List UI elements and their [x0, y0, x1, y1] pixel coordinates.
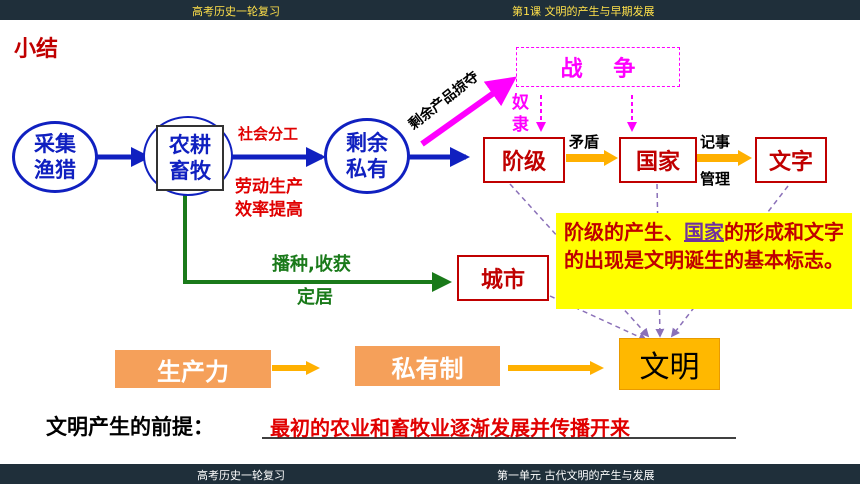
chain-private-ownership: 私有制: [355, 346, 500, 386]
node-farming: 农耕 畜牧: [143, 116, 233, 196]
node-writing: 文字: [755, 137, 827, 183]
note-underlined: 国家: [684, 220, 724, 244]
header-course: 高考历史一轮复习: [192, 5, 280, 18]
note-text-2: 的形成和文字的出现是文明诞生的基本标志。: [564, 220, 844, 272]
footer-bar: 高考历史一轮复习 第一单元 古代文明的产生与发展: [0, 464, 860, 484]
node-civilization: 文明: [619, 338, 720, 390]
node-state: 国家: [619, 137, 697, 183]
label-slave-2: 隶: [512, 115, 529, 135]
node-city: 城市: [457, 255, 549, 301]
label-productivity-1: 劳动生产: [235, 177, 303, 197]
header-bar: 高考历史一轮复习 第1课 文明的产生与早期发展: [0, 0, 860, 20]
premise-answer: 最初的农业和畜牧业逐渐发展并传播开来: [270, 416, 630, 440]
node-gather-hunt: 采集 渔猎: [12, 121, 98, 193]
node-surplus-private: 剩余 私有: [324, 118, 410, 194]
label-record: 记事: [700, 133, 731, 151]
footer-unit: 第一单元 古代文明的产生与发展: [497, 469, 655, 482]
node-war: 战 争: [516, 47, 680, 87]
label-productivity-2: 效率提高: [235, 200, 303, 220]
label-manage: 管理: [700, 170, 731, 188]
note-text-1: 阶级的产生、: [564, 220, 684, 244]
label-conflict: 矛盾: [569, 133, 600, 151]
header-lesson: 第1课 文明的产生与早期发展: [512, 5, 655, 18]
arrow-plunder: [420, 76, 517, 147]
footer-course: 高考历史一轮复习: [197, 469, 285, 482]
label-sow-harvest: 播种,收获: [272, 254, 351, 275]
label-division: 社会分工: [238, 125, 299, 143]
label-settle: 定居: [297, 287, 333, 308]
chain-productivity: 生产力: [115, 350, 271, 388]
premise-label: 文明产生的前提：: [46, 415, 214, 439]
slide-title: 小结: [14, 37, 59, 62]
node-farming-label: 农耕 畜牧: [156, 125, 224, 191]
node-class: 阶级: [483, 137, 565, 183]
label-slave-1: 奴: [512, 93, 529, 113]
arrow-farm-city: [183, 190, 452, 292]
note-box: 阶级的产生、国家的形成和文字的出现是文明诞生的基本标志。: [556, 213, 852, 309]
